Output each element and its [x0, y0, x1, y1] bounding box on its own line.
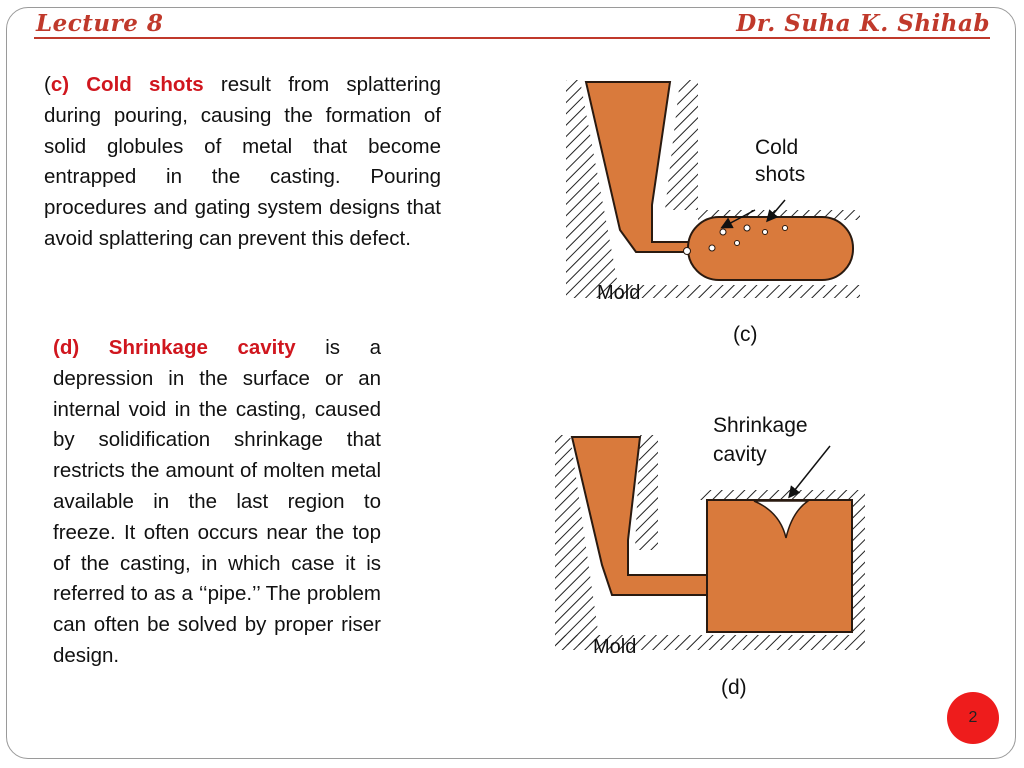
- cold-shot-globule: [734, 240, 740, 246]
- pointer-arrow: [788, 445, 831, 499]
- figure-caption: (d): [721, 676, 747, 699]
- cold-shots-paragraph: (c) Cold shots result from splattering d…: [44, 70, 441, 255]
- cold-shot-globule: [719, 228, 727, 236]
- header-divider: [34, 37, 990, 39]
- cold-shot-globule: [708, 244, 716, 252]
- page-number-badge: 2: [947, 692, 999, 744]
- mold-wall-left: [555, 435, 600, 645]
- lecture-title: Lecture 8: [36, 10, 164, 37]
- slide-frame: [6, 7, 1016, 759]
- shrinkage-cavity-paragraph: (d) Shrinkage cavity is a depression in …: [53, 333, 381, 672]
- open-paren: (: [44, 73, 51, 96]
- shrinkage-label-2: cavity: [713, 443, 767, 466]
- mold-label: Mold: [597, 282, 640, 304]
- mold-label: Mold: [593, 636, 636, 658]
- shrinkage-cavity-term: (d) Shrinkage cavity: [53, 336, 296, 359]
- cold-label-2: shots: [755, 163, 805, 186]
- mold-wall-right: [635, 435, 658, 550]
- cold-label-1: Cold: [755, 136, 798, 159]
- cold-shots-term: c) Cold shots: [50, 73, 204, 96]
- page-number: 2: [968, 709, 978, 726]
- cold-shots-text: result from splattering during pouring, …: [44, 73, 441, 250]
- mold-floor: [555, 635, 865, 650]
- pointer-arrow: [720, 209, 756, 229]
- pointer-arrow: [766, 199, 786, 223]
- figure-caption: (c): [733, 323, 758, 346]
- shrinkage-cavity-text: is a depression in the surface or an int…: [53, 336, 381, 667]
- cold-shot-globule: [683, 247, 691, 255]
- cold-shots-figure: Cold shots Mold (c): [566, 80, 860, 346]
- author-name: Dr. Suha K. Shihab: [736, 10, 990, 37]
- cold-shot-globule: [762, 229, 768, 235]
- mold-wall-right: [665, 80, 698, 210]
- mold-floor: [566, 285, 860, 298]
- cold-shot-globule: [782, 225, 788, 231]
- shrinkage-void: [753, 500, 811, 539]
- cold-shot-globule: [743, 224, 751, 232]
- shrinkage-cavity-figure: Shrinkage cavity Mold (d): [555, 414, 865, 699]
- shrinkage-label-1: Shrinkage: [713, 414, 808, 437]
- mold-wall-left: [566, 80, 618, 285]
